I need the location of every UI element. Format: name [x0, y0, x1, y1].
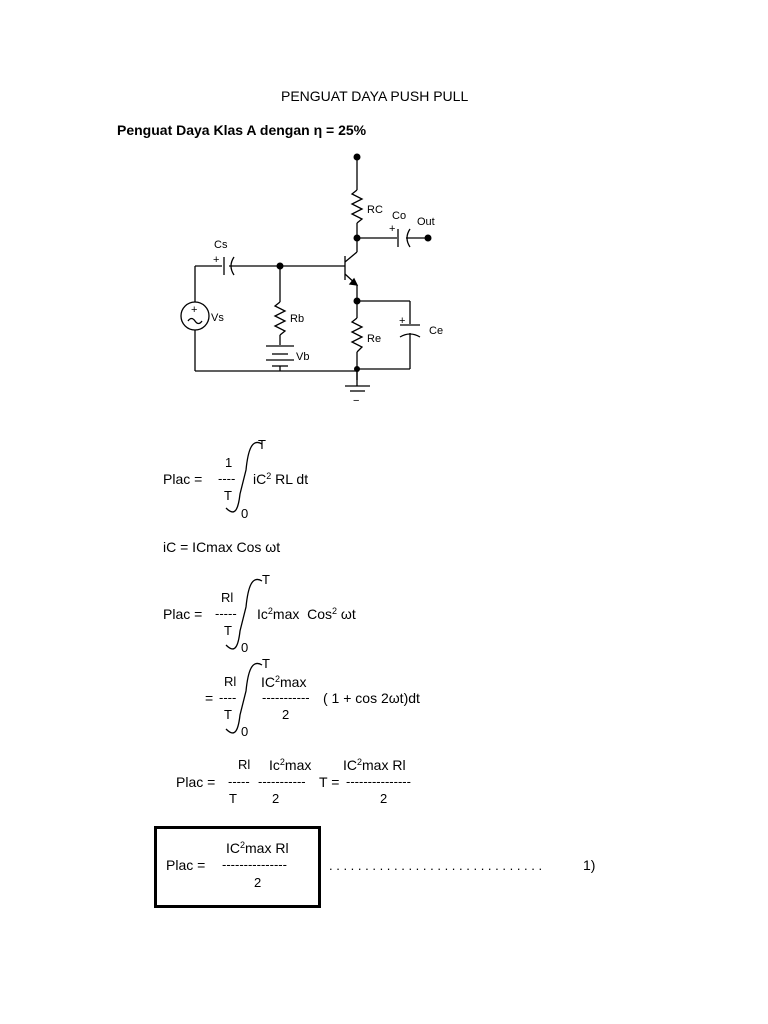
eq1-lhs: Plac = — [163, 471, 203, 487]
rb-resistor — [273, 301, 287, 336]
eq3-num: Rl — [221, 590, 234, 605]
eq4-equals: = — [205, 690, 214, 706]
integral-sign-3 — [225, 662, 263, 734]
eq5-b-den: 2 — [272, 791, 280, 806]
co-plus: + — [389, 223, 395, 235]
eq3-upper-limit: T — [262, 572, 270, 587]
eq6-reference: 1) — [583, 857, 596, 873]
eq5-b-bar: ----------- — [258, 774, 306, 789]
eq5-c-bar: --------------- — [346, 774, 411, 789]
rb-label: Rb — [290, 313, 304, 325]
eq6-lhs: Plac = — [166, 857, 206, 873]
eq2-text: iC = ICmax Cos ωt — [163, 539, 281, 555]
integral-signs — [225, 441, 263, 734]
vs-label: Vs — [211, 312, 224, 324]
eq4-frac-num: IC2max — [261, 674, 307, 690]
eq4-frac-den: 2 — [282, 707, 290, 722]
eq4-tail: ( 1 + cos 2ωt)dt — [323, 690, 420, 706]
eq5-a-den: T — [229, 791, 237, 806]
out-terminal — [424, 234, 432, 242]
cs-plus: + — [213, 254, 219, 266]
circuit-diagram: RC Co + Out Cs + + Vs Rb Vb Re + Ce − — [180, 153, 443, 407]
result-box — [154, 826, 321, 908]
re-label: Re — [367, 333, 381, 345]
eq6-num: IC2max Rl — [226, 840, 289, 856]
re-resistor — [350, 317, 364, 353]
eq6-leader-dots: . . . . . . . . . . . . . . . . . . . . … — [329, 858, 543, 873]
eq1-num: 1 — [225, 455, 233, 470]
eq3-den: T — [224, 623, 232, 638]
eq3-bar: ----- — [215, 606, 237, 621]
eq4-bar: ---- — [219, 690, 237, 705]
eq1-integrand: iC2 RL dt — [253, 471, 309, 487]
ce-label: Ce — [429, 325, 443, 337]
cs-label: Cs — [214, 239, 228, 251]
eq4-den: T — [224, 707, 232, 722]
eq4-lower-limit: 0 — [241, 724, 249, 739]
rc-resistor — [350, 189, 364, 224]
page-title: PENGUAT DAYA PUSH PULL — [281, 88, 469, 104]
out-label: Out — [417, 216, 435, 228]
co-label: Co — [392, 210, 406, 222]
eq4-upper-limit: T — [262, 656, 270, 671]
eq3-lower-limit: 0 — [241, 640, 249, 655]
eq3-integrand: Ic2max Cos2 ωt — [257, 606, 356, 622]
eq4-frac-bar: ----------- — [262, 690, 310, 705]
eq5-c-den: 2 — [380, 791, 388, 806]
eq1-bar: ---- — [218, 471, 236, 486]
eq1-lower-limit: 0 — [241, 506, 249, 521]
eq5-lhs: Plac = — [176, 774, 216, 790]
eq5-a-bar: ----- — [228, 774, 250, 789]
eq6-bar: --------------- — [222, 857, 287, 872]
eq3-lhs: Plac = — [163, 606, 203, 622]
ground-minus: − — [353, 395, 359, 407]
eq5-a-num: Rl — [238, 757, 251, 772]
vs-plus: + — [191, 304, 197, 316]
eq1-den: T — [224, 488, 232, 503]
rc-label: RC — [367, 204, 383, 216]
eq4-num: Rl — [224, 674, 237, 689]
cs-plate-right — [230, 256, 235, 276]
section-heading: Penguat Daya Klas A dengan η = 25% — [117, 122, 367, 138]
eq1-upper-limit: T — [258, 437, 266, 452]
eq6-den: 2 — [254, 875, 262, 890]
integral-sign-1 — [225, 441, 263, 513]
ce-plus: + — [399, 315, 405, 327]
integral-sign-2 — [225, 578, 263, 650]
eq5-c-num: IC2max Rl — [343, 757, 406, 773]
eq5-b-num: Ic2max — [269, 757, 312, 773]
vb-label: Vb — [296, 351, 309, 363]
eq5-mid: T = — [319, 774, 340, 790]
